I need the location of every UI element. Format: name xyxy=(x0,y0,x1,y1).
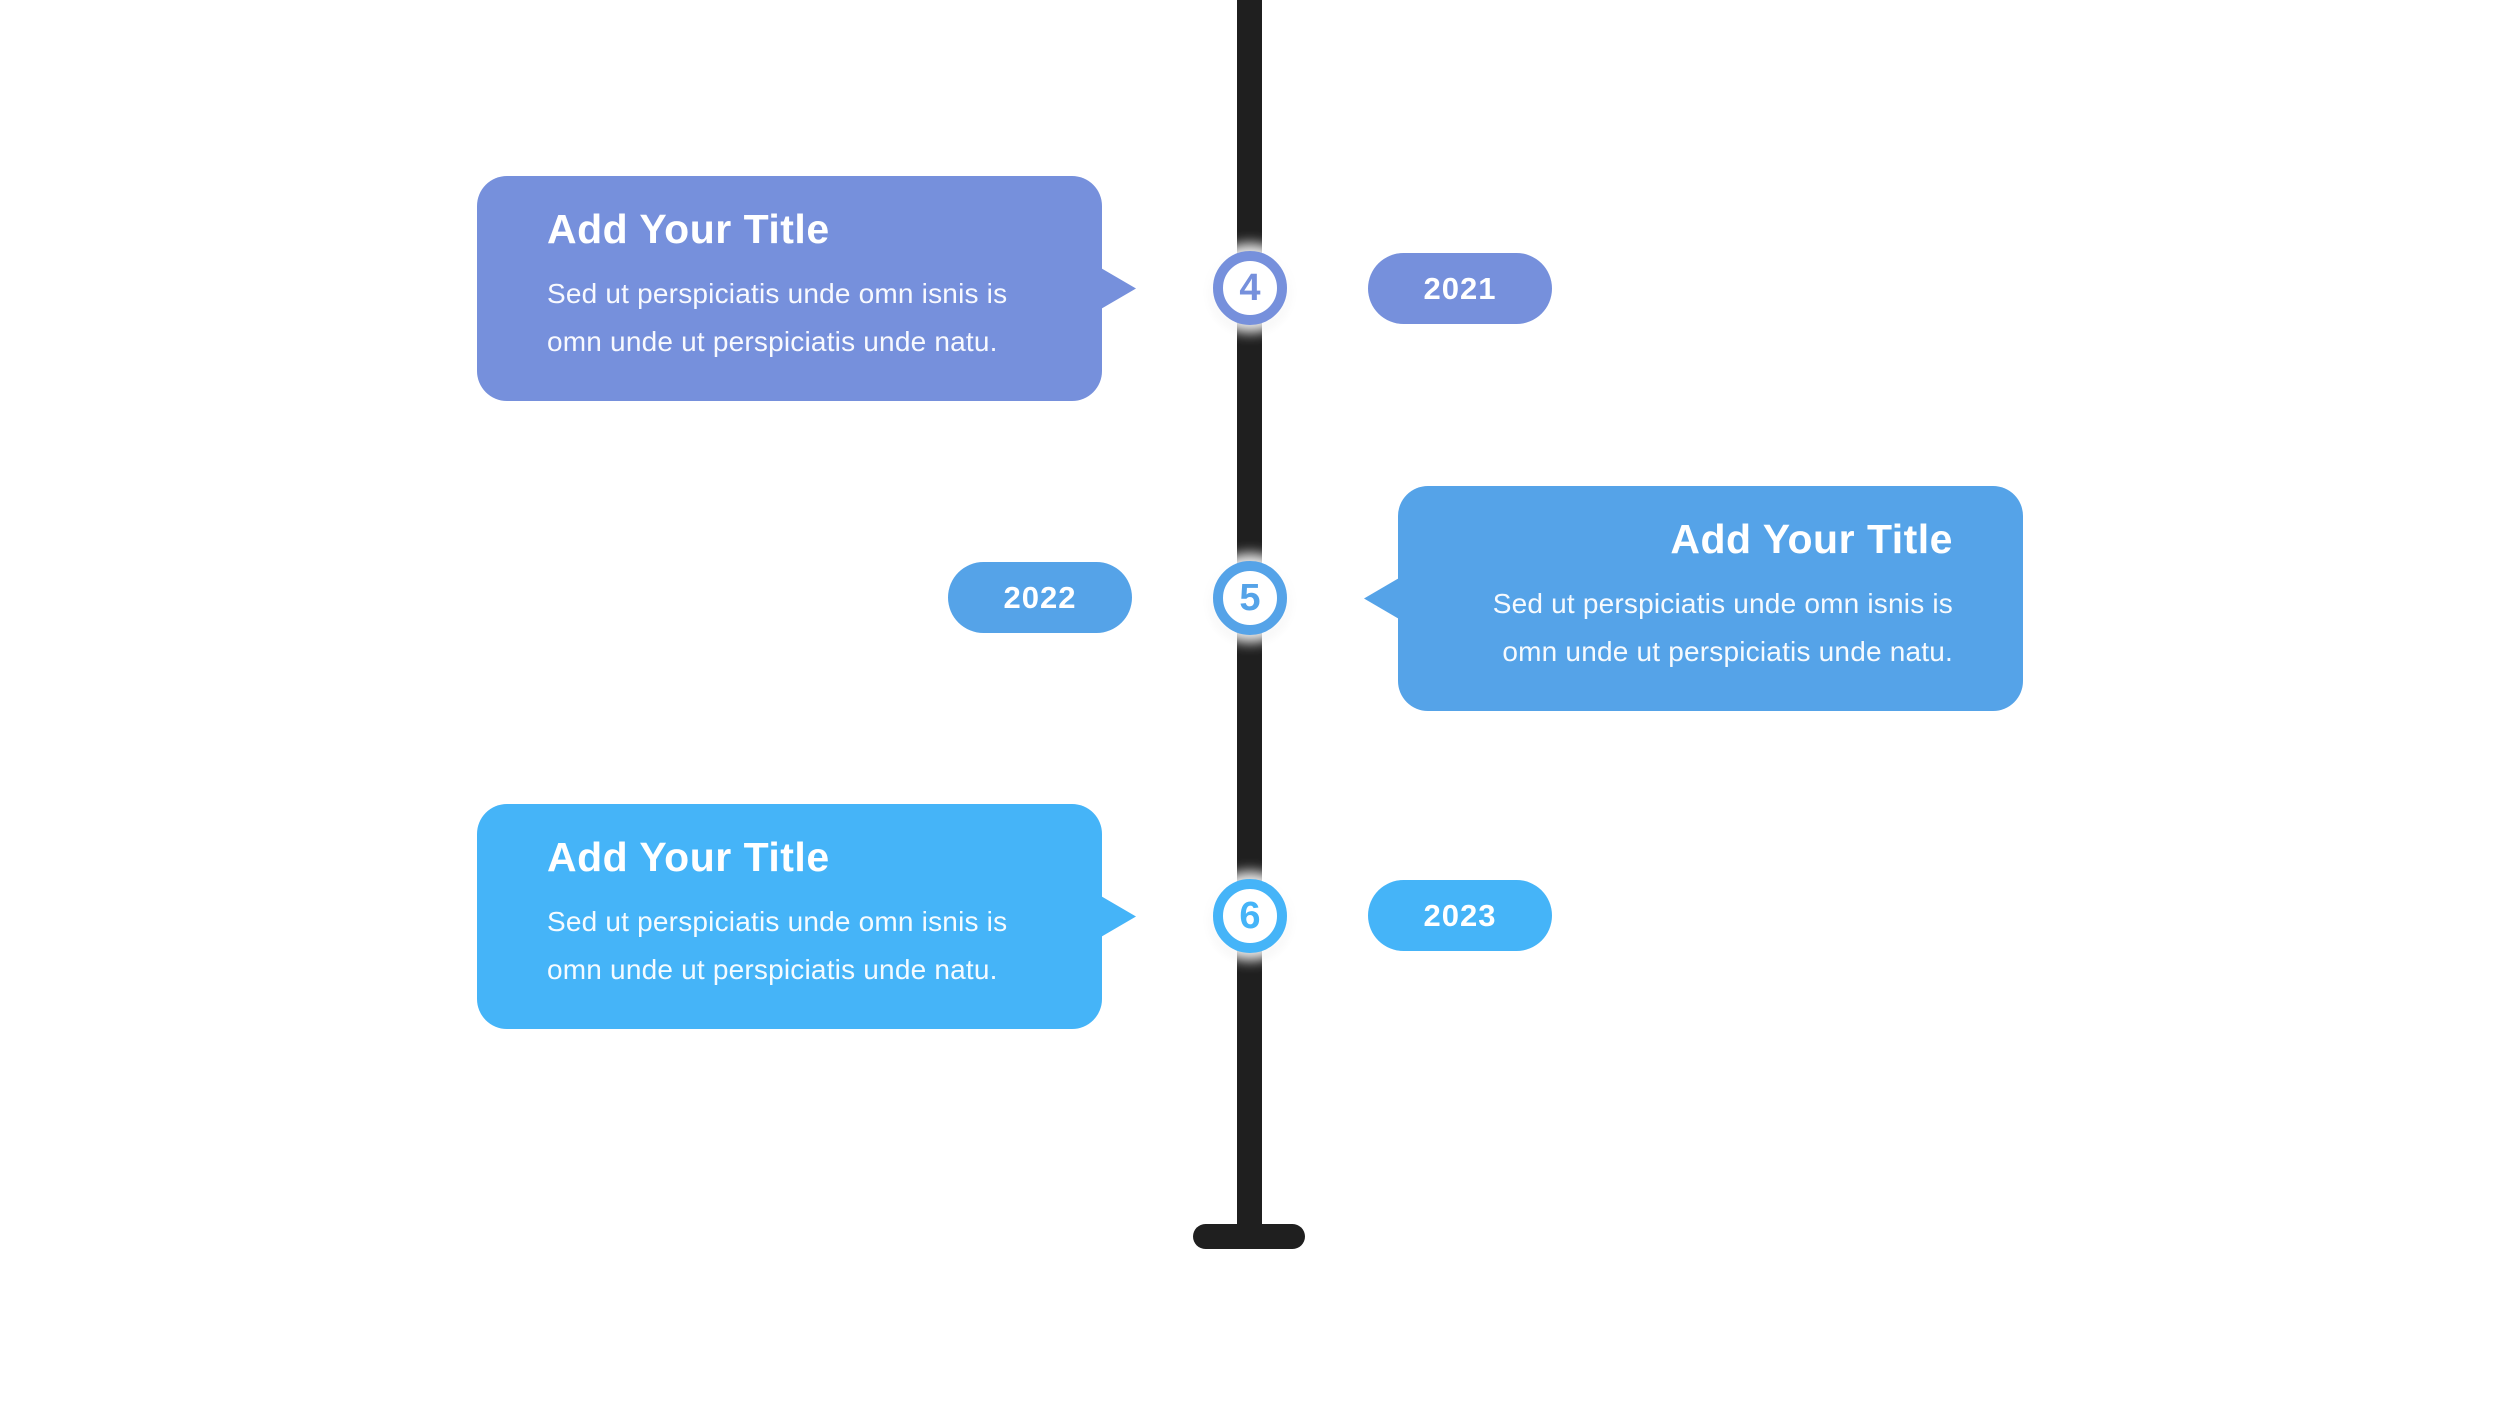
timeline-node-5: 5 xyxy=(1213,561,1287,635)
card-description-line-2: omn unde ut perspiciatis unde natu. xyxy=(1502,636,1953,667)
event-card: Add Your Title Sed ut perspiciatis unde … xyxy=(477,804,1136,1029)
card-description-line-1: Sed ut perspiciatis unde omn isnis is xyxy=(547,906,1008,937)
card-pointer-icon xyxy=(1100,895,1136,938)
node-number: 5 xyxy=(1239,576,1261,619)
timeline-node-6: 6 xyxy=(1213,879,1287,953)
node-number: 6 xyxy=(1239,894,1261,937)
event-card: Add Your Title Sed ut perspiciatis unde … xyxy=(1364,486,2023,711)
year-badge-2023: 2023 xyxy=(1368,880,1552,951)
node-number: 4 xyxy=(1239,266,1261,309)
card-description: Sed ut perspiciatis unde omn isnis is om… xyxy=(547,898,1032,994)
card-title: Add Your Title xyxy=(1670,516,1953,562)
card-pointer-icon xyxy=(1364,577,1400,620)
card-description-line-2: omn unde ut perspiciatis unde natu. xyxy=(547,326,998,357)
timeline-line-end-cap xyxy=(1193,1224,1305,1249)
card-description-line-1: Sed ut perspiciatis unde omn isnis is xyxy=(547,278,1008,309)
card-description-line-2: omn unde ut perspiciatis unde natu. xyxy=(547,954,998,985)
card-title: Add Your Title xyxy=(547,206,830,252)
card-title: Add Your Title xyxy=(547,834,830,880)
card-description: Sed ut perspiciatis unde omn isnis is om… xyxy=(1468,580,1953,676)
year-badge-2021: 2021 xyxy=(1368,253,1552,324)
timeline-node-4: 4 xyxy=(1213,251,1287,325)
event-card: Add Your Title Sed ut perspiciatis unde … xyxy=(477,176,1136,401)
year-badge-2022: 2022 xyxy=(948,562,1132,633)
card-description: Sed ut perspiciatis unde omn isnis is om… xyxy=(547,270,1032,366)
card-description-line-1: Sed ut perspiciatis unde omn isnis is xyxy=(1492,588,1953,619)
card-pointer-icon xyxy=(1100,267,1136,310)
